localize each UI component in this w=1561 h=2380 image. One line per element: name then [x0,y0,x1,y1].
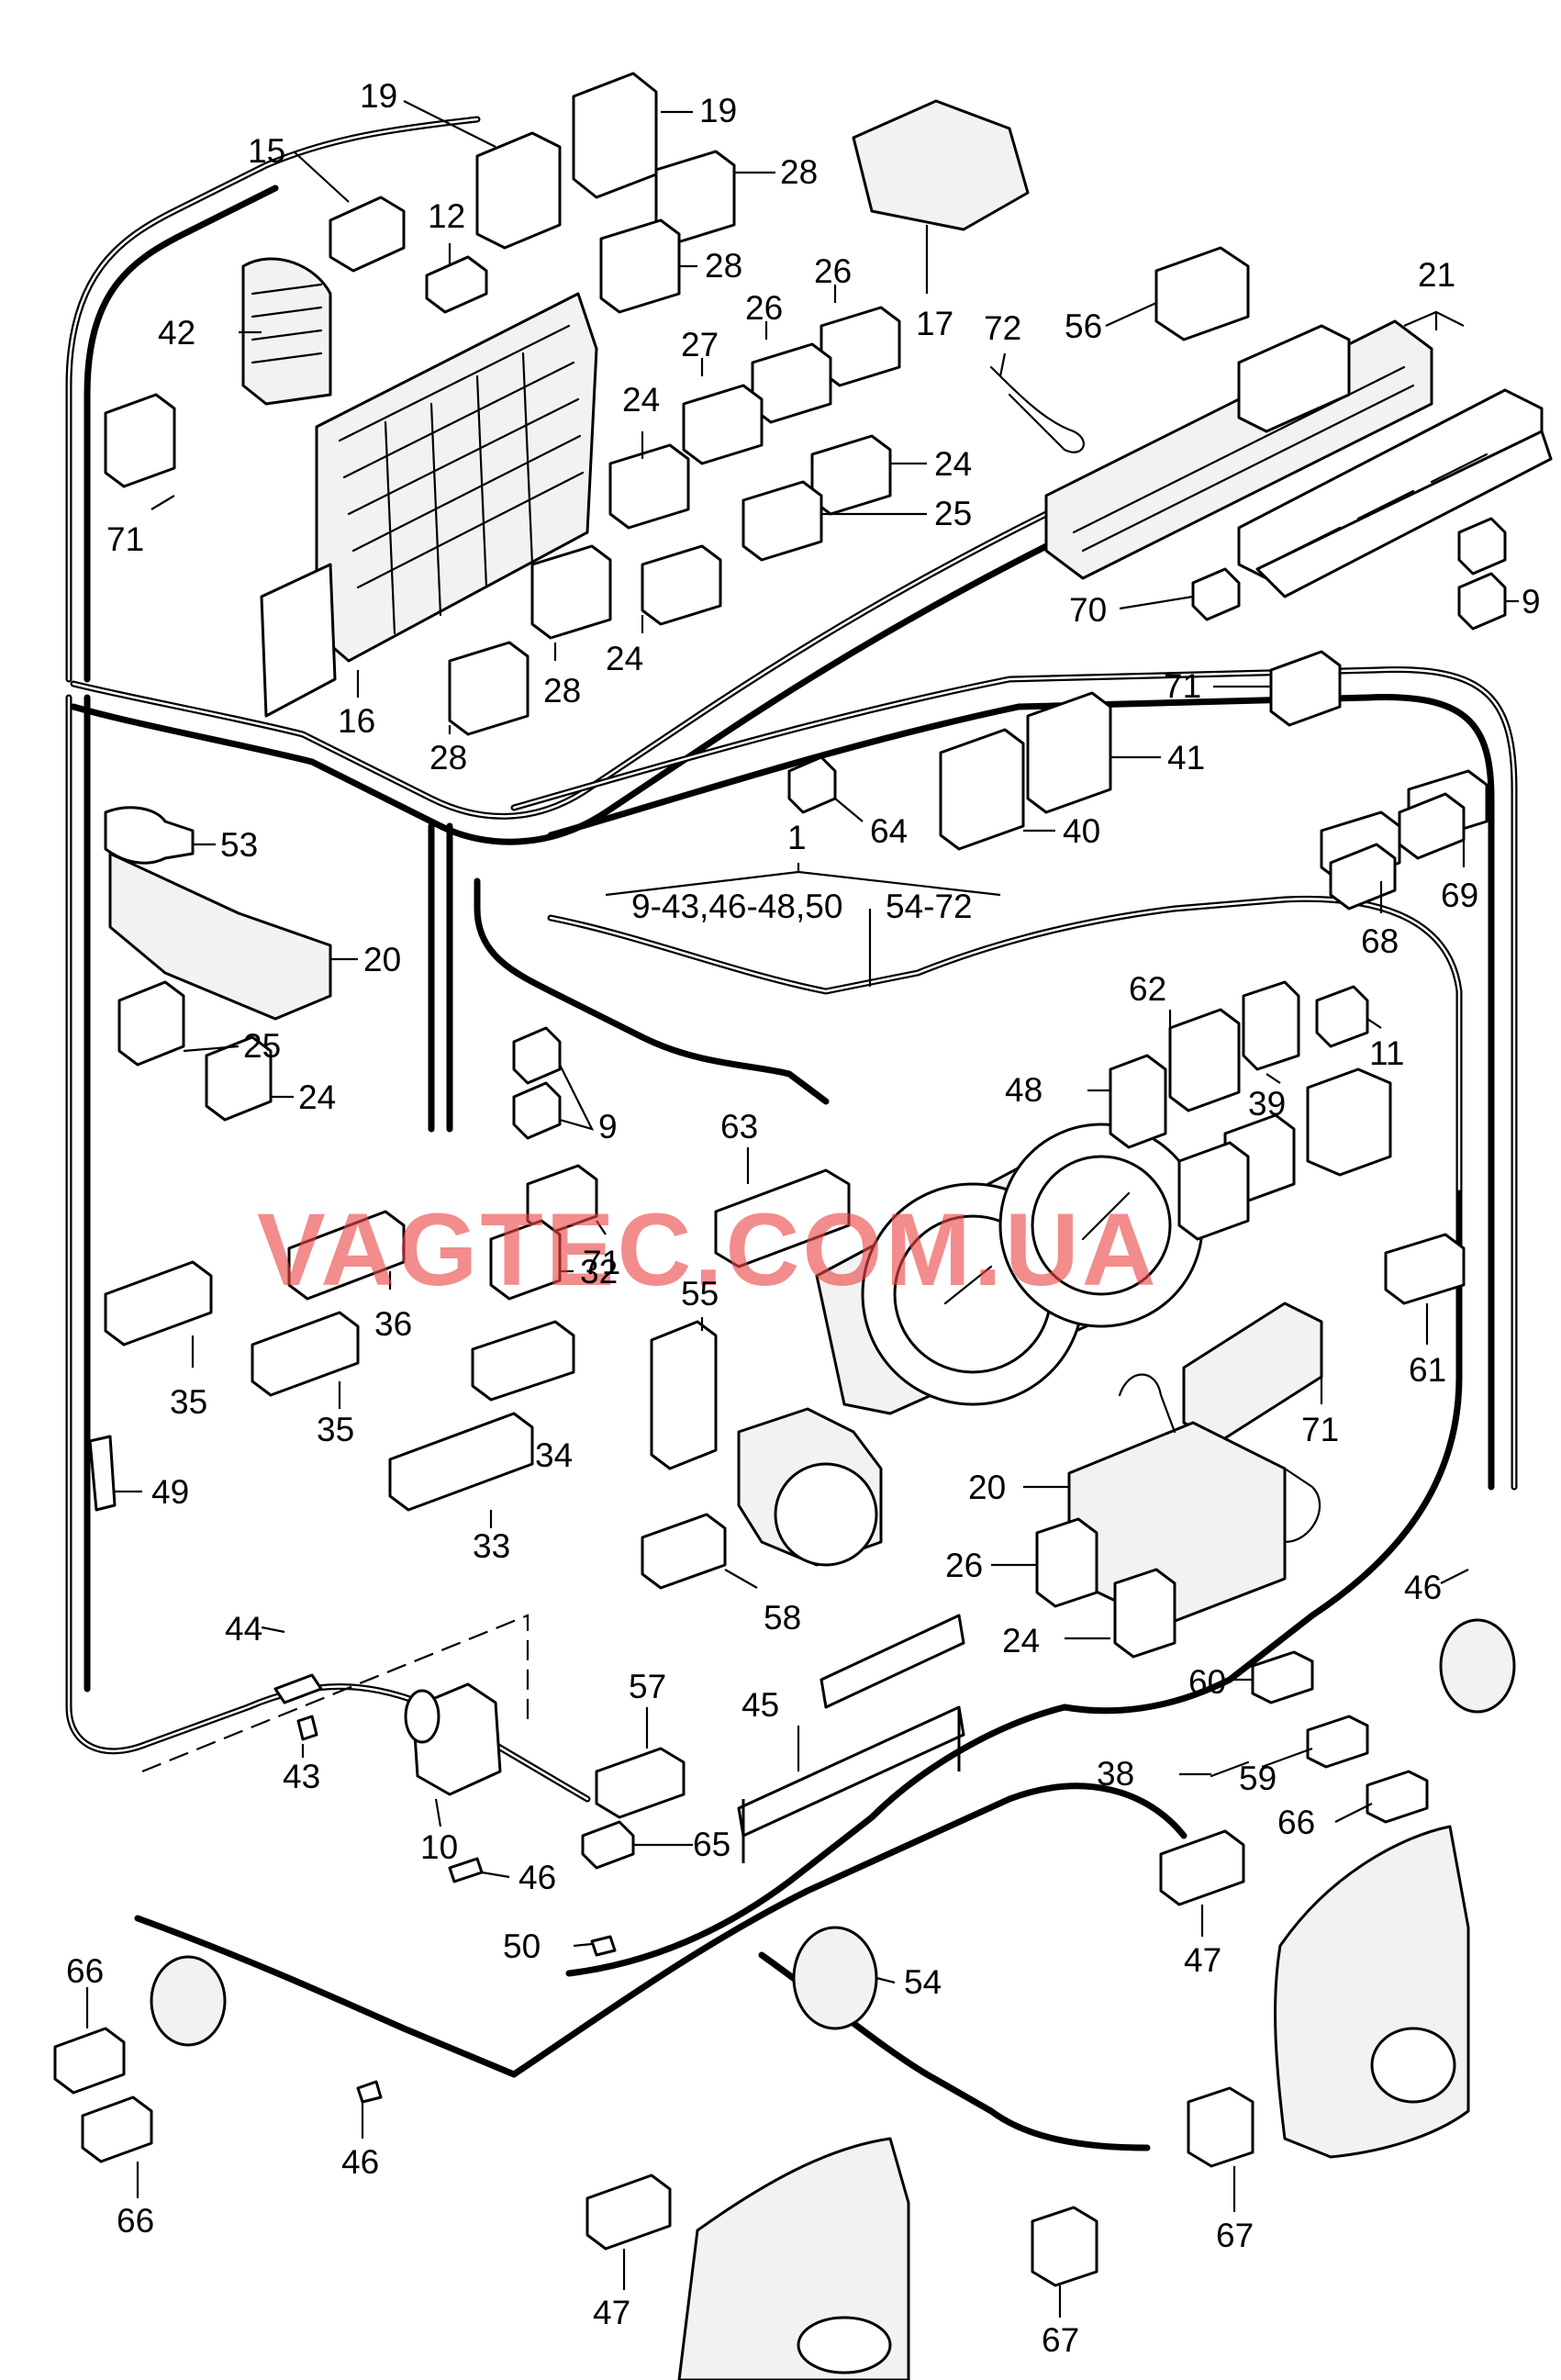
instrument-cluster [641,792,1466,1590]
bottom-components [53,1614,1470,2380]
callout-46: 46 [518,1859,556,1896]
left-components [88,806,851,1512]
callout-12: 12 [428,197,465,235]
callout-9: 9 [598,1108,618,1145]
callout-range-a: 9-43,46-48,50 [631,888,842,925]
callout-35: 35 [170,1383,207,1421]
callout-range-b: 54-72 [886,888,973,925]
callout-24: 24 [606,640,643,677]
callout-43: 43 [283,1758,320,1795]
callout-48: 48 [1005,1071,1043,1109]
top-components [104,72,1250,736]
callout-17: 17 [916,305,953,342]
callout-62: 62 [1129,970,1166,1008]
callout-32: 32 [580,1253,618,1291]
callout-1: 1 [787,819,807,856]
callout-60: 60 [1188,1663,1226,1701]
callout-46: 46 [1404,1569,1442,1606]
callout-28: 28 [780,153,818,191]
callout-26: 26 [945,1547,983,1584]
watermark-text: VAGTEC.COM.UA [257,1192,1159,1307]
callout-26: 26 [814,252,852,290]
callout-19: 19 [699,92,737,129]
callout-49: 49 [151,1473,189,1511]
callout-46: 46 [341,2143,379,2181]
callout-28: 28 [705,247,742,285]
callout-67: 67 [1042,2321,1079,2359]
callout-26: 26 [745,289,783,327]
callout-11: 11 [1369,1034,1404,1072]
callout-41: 41 [1167,739,1205,777]
callout-68: 68 [1361,922,1399,960]
callout-42: 42 [158,314,195,352]
callout-20: 20 [968,1469,1006,1506]
callout-20: 20 [363,941,401,978]
main-harness [65,116,1518,2151]
callout-69: 69 [1441,877,1478,914]
callout-47: 47 [593,2294,630,2331]
fuse-relay-panel [260,292,598,718]
callout-70: 70 [1069,591,1107,629]
callout-27: 27 [681,326,719,363]
callout-64: 64 [870,812,908,850]
callout-47: 47 [1184,1941,1221,1979]
callout-15: 15 [248,132,285,170]
callout-25: 25 [934,495,972,532]
callout-24: 24 [1002,1622,1040,1659]
callout-66: 66 [66,1952,104,1990]
callout-71: 71 [106,520,144,558]
callout-28: 28 [429,739,467,777]
callout-54: 54 [904,1963,942,2001]
callout-34: 34 [535,1436,573,1474]
callout-labels: 19 19 15 12 28 28 17 26 26 27 72 56 21 4… [66,77,1541,2359]
callout-71: 71 [583,1244,620,1281]
callout-67: 67 [1216,2217,1254,2254]
callout-10: 10 [420,1828,458,1866]
callout-63: 63 [720,1108,758,1145]
callout-40: 40 [1063,812,1100,850]
callout-58: 58 [764,1599,801,1637]
callout-24: 24 [934,445,972,483]
callout-33: 33 [473,1527,510,1565]
callout-59: 59 [1239,1760,1277,1797]
callout-56: 56 [1065,307,1102,345]
callout-44: 44 [225,1610,262,1648]
callout-66: 66 [1277,1804,1315,1841]
callout-16: 16 [338,702,375,740]
callout-55: 55 [681,1275,719,1313]
callout-45: 45 [741,1686,779,1724]
callout-61: 61 [1409,1351,1446,1389]
callout-65: 65 [693,1826,730,1863]
callout-38: 38 [1097,1755,1134,1793]
callout-71: 71 [1164,667,1201,705]
main-multipin-connector [1044,319,1553,727]
callout-39: 39 [1248,1085,1286,1123]
callout-50: 50 [503,1927,541,1965]
callout-57: 57 [629,1668,666,1705]
callout-53: 53 [220,826,258,864]
callout-71: 71 [1301,1411,1339,1448]
callout-66: 66 [117,2202,154,2240]
callout-35: 35 [317,1411,354,1448]
callout-19: 19 [360,77,397,115]
leader-lines [85,100,1519,2318]
callout-21: 21 [1418,256,1455,294]
lower-right-bracket [1035,1373,1516,1824]
callout-24: 24 [298,1078,336,1116]
callout-28: 28 [543,672,581,710]
callout-24: 24 [622,381,660,419]
callout-9: 9 [1522,583,1541,620]
callout-72: 72 [984,309,1021,347]
callout-25: 25 [243,1027,281,1065]
callout-36: 36 [374,1305,412,1343]
